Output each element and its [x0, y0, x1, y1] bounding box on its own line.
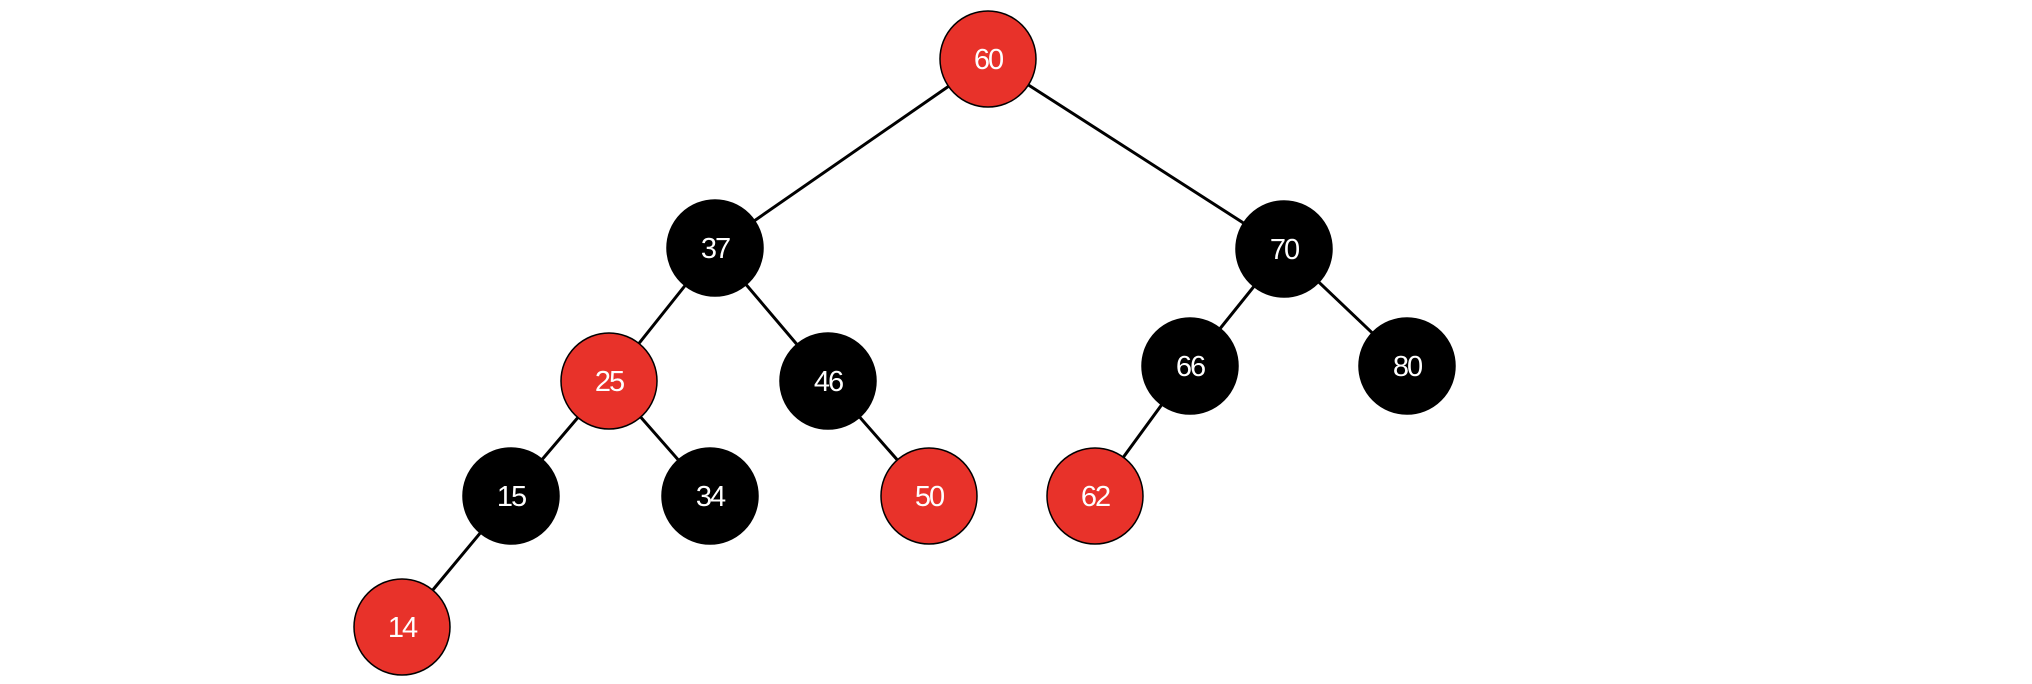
black-node-circle: [1358, 317, 1456, 415]
red-node-circle: [1046, 447, 1144, 545]
black-node-circle: [666, 199, 764, 297]
red-node-circle: [939, 10, 1037, 108]
tree-nodes: 60 37 70 25 46 66 80 15 34 50 62 14: [353, 10, 1456, 676]
node-key-label: 62: [1081, 481, 1110, 513]
black-node-circle: [661, 447, 759, 545]
black-node-circle: [779, 332, 877, 430]
tree-node: 15: [462, 447, 560, 545]
black-node-circle: [1235, 200, 1333, 298]
tree-node: 14: [353, 578, 451, 676]
red-node-circle: [880, 447, 978, 545]
node-key-label: 15: [497, 481, 526, 513]
tree-edges: [400, 57, 1409, 628]
tree-node: 62: [1046, 447, 1144, 545]
tree-node: 46: [779, 332, 877, 430]
tree-node: 25: [560, 332, 658, 430]
tree-edge: [714, 57, 989, 250]
tree-node: 60: [939, 10, 1037, 108]
tree-node: 80: [1358, 317, 1456, 415]
tree-node: 66: [1141, 317, 1239, 415]
node-key-label: 66: [1176, 351, 1205, 383]
node-key-label: 80: [1393, 351, 1422, 383]
node-key-label: 46: [814, 366, 843, 398]
tree-node: 70: [1235, 200, 1333, 298]
black-node-circle: [462, 447, 560, 545]
tree-node: 37: [666, 199, 764, 297]
black-node-circle: [1141, 317, 1239, 415]
node-key-label: 60: [974, 44, 1003, 76]
node-key-label: 14: [388, 612, 418, 644]
tree-node: 34: [661, 447, 759, 545]
node-key-label: 25: [595, 366, 624, 398]
node-key-label: 70: [1270, 234, 1299, 266]
node-key-label: 34: [696, 481, 726, 513]
tree-edge: [987, 57, 1285, 251]
tree-node: 50: [880, 447, 978, 545]
red-node-circle: [560, 332, 658, 430]
node-key-label: 50: [915, 481, 944, 513]
red-node-circle: [353, 578, 451, 676]
node-key-label: 37: [701, 233, 730, 265]
